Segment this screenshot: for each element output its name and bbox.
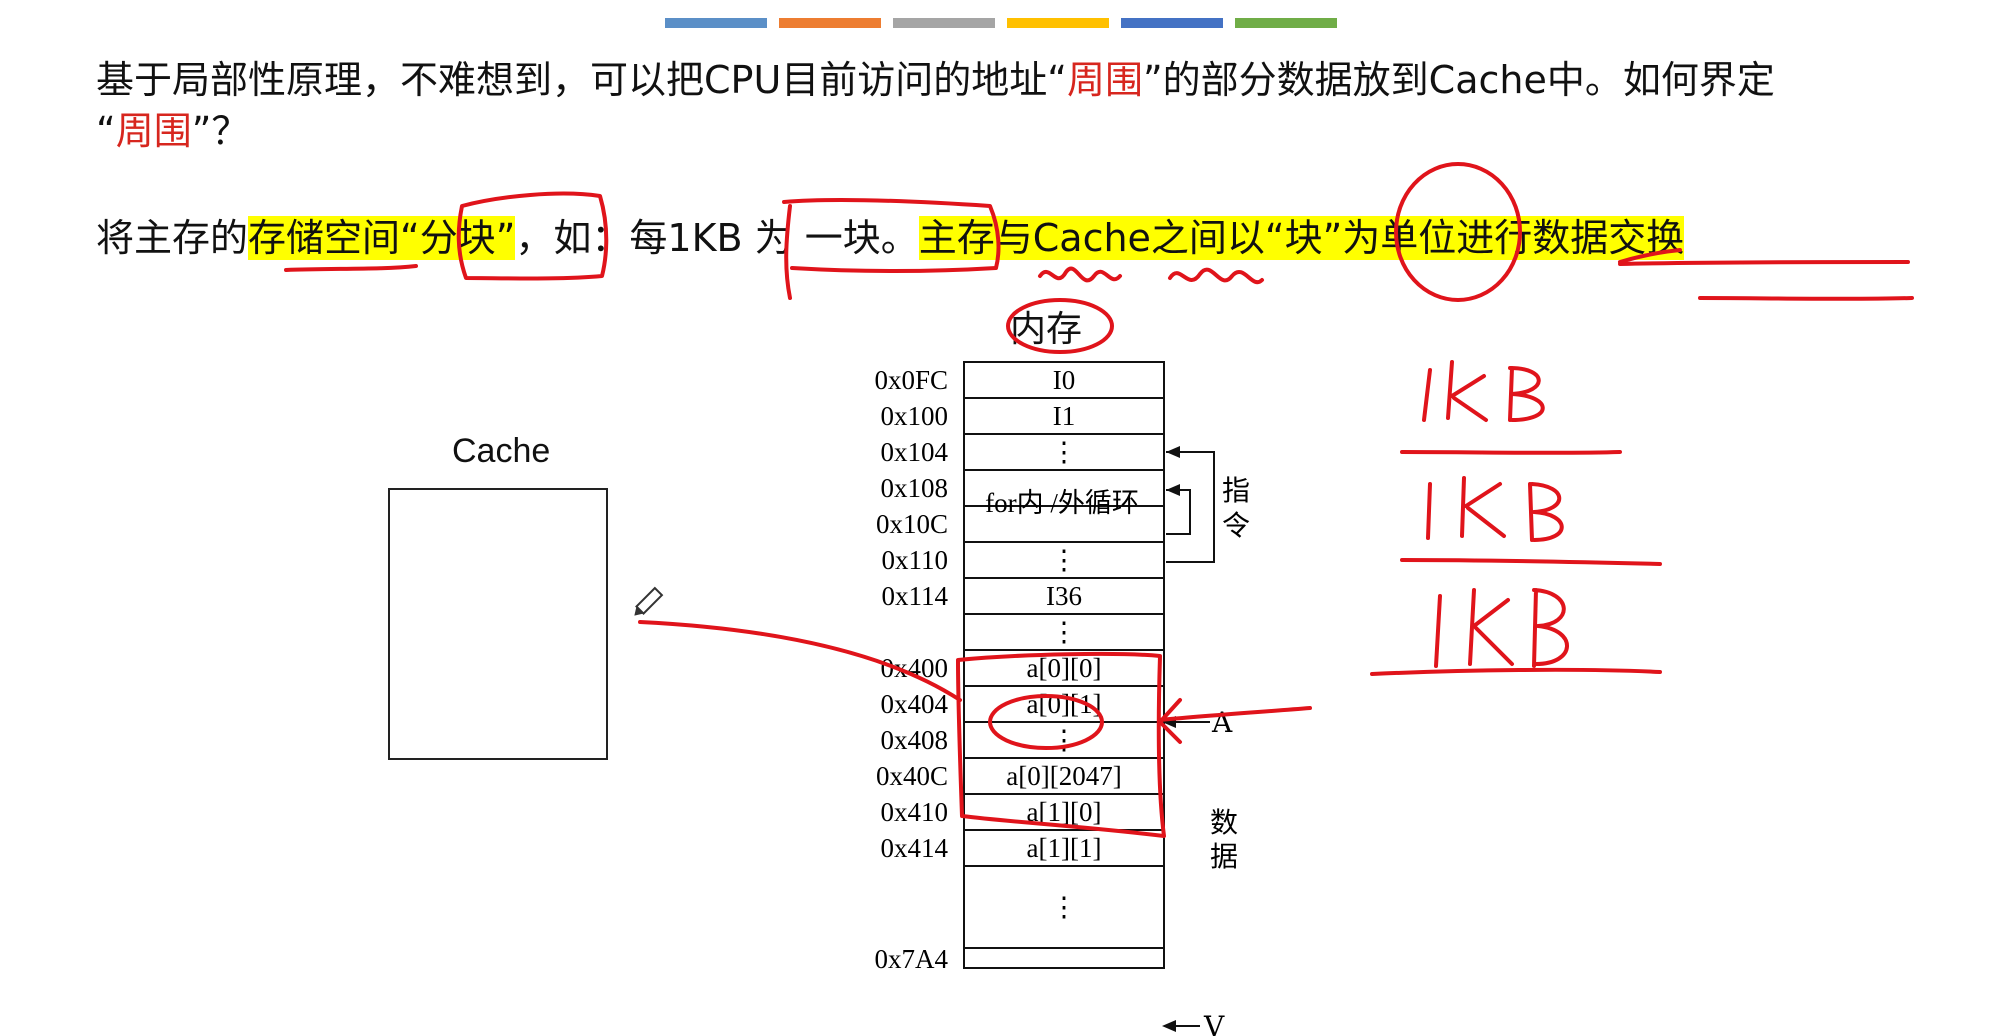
intro-highlight-red: 周围 (1066, 58, 1143, 102)
memory-address: 0x114 (882, 581, 949, 611)
ink-circle (1006, 298, 1114, 354)
memory-address: 0x0FC (874, 365, 948, 395)
ink-block-box (956, 651, 1166, 838)
intro-line-1: 基于局部性原理，不难想到，可以把CPU目前访问的地址“周围”的部分数据放到Cac… (96, 55, 1775, 105)
memory-cell-text: ⋮ (1051, 892, 1078, 922)
rule-highlight: 存储空间“分块” (248, 216, 516, 260)
memory-cell-text: ⋮ (1051, 725, 1078, 755)
ink-1kb (1446, 360, 1488, 422)
cache-label: Cache (452, 432, 551, 470)
ink-arrow (1158, 706, 1312, 722)
memory-cell-text: a[0][2047] (1006, 761, 1121, 791)
color-segment (1121, 18, 1223, 28)
memory-address: 0x408 (881, 725, 949, 755)
arrow-icon (1166, 446, 1180, 458)
memory-address: 0x7A4 (875, 944, 949, 974)
intro-text: 基于局部性原理，不难想到，可以把CPU目前访问的地址“ (96, 58, 1067, 102)
color-segment (665, 18, 767, 28)
ink-circle (1394, 162, 1522, 302)
ink-underline (1698, 296, 1914, 301)
color-segment (1007, 18, 1109, 28)
memory-address: 0x410 (881, 797, 949, 827)
ink-1kb (1434, 594, 1442, 668)
ink-arrowhead (1158, 698, 1182, 744)
rule-highlight: 主存与Cache之间以“块”为单位进行数据交换 (918, 216, 1685, 260)
rule-text: ，如：每 (515, 216, 668, 260)
ink-1kb (1422, 368, 1432, 422)
loop-cell-text: for内 /外循环 (985, 488, 1139, 518)
ink-1kb (1532, 588, 1569, 668)
rule-text: 。 (880, 216, 919, 260)
block-rule-line: 将主存的存储空间“分块”，如：每1KB 为 一块。主存与Cache之间以“块”为… (96, 210, 1685, 266)
cache-box (388, 488, 608, 760)
memory-cell-text: ⋮ (1051, 437, 1078, 467)
ink-1kb (1468, 588, 1514, 666)
memory-address: 0x10C (876, 509, 948, 539)
memory-cell-text: ⋮ (1051, 545, 1078, 575)
ink-underline (1618, 260, 1910, 266)
intro-text: “ (96, 109, 116, 153)
ink-1kb (1528, 482, 1564, 542)
memory-address: 0x104 (881, 437, 949, 467)
rule-text: 1KB 为 一块 (667, 216, 881, 260)
memory-cell-text: ⋮ (1051, 617, 1078, 647)
color-segment (1235, 18, 1337, 28)
intro-highlight-red: 周围 (115, 109, 192, 153)
data-label: 据 (1210, 840, 1238, 873)
ink-box (456, 191, 609, 281)
memory-address: 0x404 (881, 689, 949, 719)
memory-address: 0x110 (882, 545, 949, 575)
ink-1kb (1460, 476, 1506, 538)
ink-underline (1400, 558, 1662, 566)
color-segment (779, 18, 881, 28)
memory-cell-text: I0 (1053, 365, 1076, 395)
intro-line-2: “周围”？ (96, 106, 249, 156)
header-color-bar (665, 18, 1337, 28)
ink-squiggle (1168, 267, 1264, 285)
memory-cell (963, 947, 1165, 969)
pointer-v-label: V (1203, 1010, 1225, 1036)
arrow-icon (1166, 484, 1180, 496)
memory-cell-text: a[0][0] (1027, 653, 1102, 683)
rule-text: 将主存的 (96, 216, 249, 260)
data-label: 数 (1210, 806, 1238, 839)
memory-cell-text: I1 (1053, 401, 1076, 431)
memory-address: 0x108 (881, 473, 949, 503)
ink-underline (1370, 667, 1662, 676)
intro-text: ”？ (191, 109, 250, 153)
color-segment (893, 18, 995, 28)
memory-address: 0x414 (881, 833, 949, 863)
arrow-icon (1162, 1020, 1176, 1032)
instr-label: 指 (1222, 474, 1250, 507)
ink-circle (988, 694, 1104, 750)
instr-bracket (1166, 451, 1215, 563)
ink-link (638, 620, 962, 702)
memory-cell-text: I36 (1046, 581, 1082, 611)
ink-1kb (1426, 482, 1432, 540)
memory-address: 0x100 (881, 401, 949, 431)
ink-underline (1618, 248, 1682, 264)
pencil-icon (634, 586, 664, 616)
ink-squiggle (1038, 266, 1122, 283)
ink-1kb (1508, 366, 1545, 422)
ink-box (782, 197, 1001, 273)
instr-label: 令 (1222, 509, 1250, 542)
memory-address: 0x40C (876, 761, 948, 791)
ink-underline (284, 264, 418, 272)
memory-cell-text: a[1][1] (1027, 833, 1102, 863)
intro-text: ”的部分数据放到Cache中。如何界定 (1142, 58, 1775, 102)
ink-underline (1400, 450, 1622, 455)
ink-bracket (784, 204, 792, 300)
